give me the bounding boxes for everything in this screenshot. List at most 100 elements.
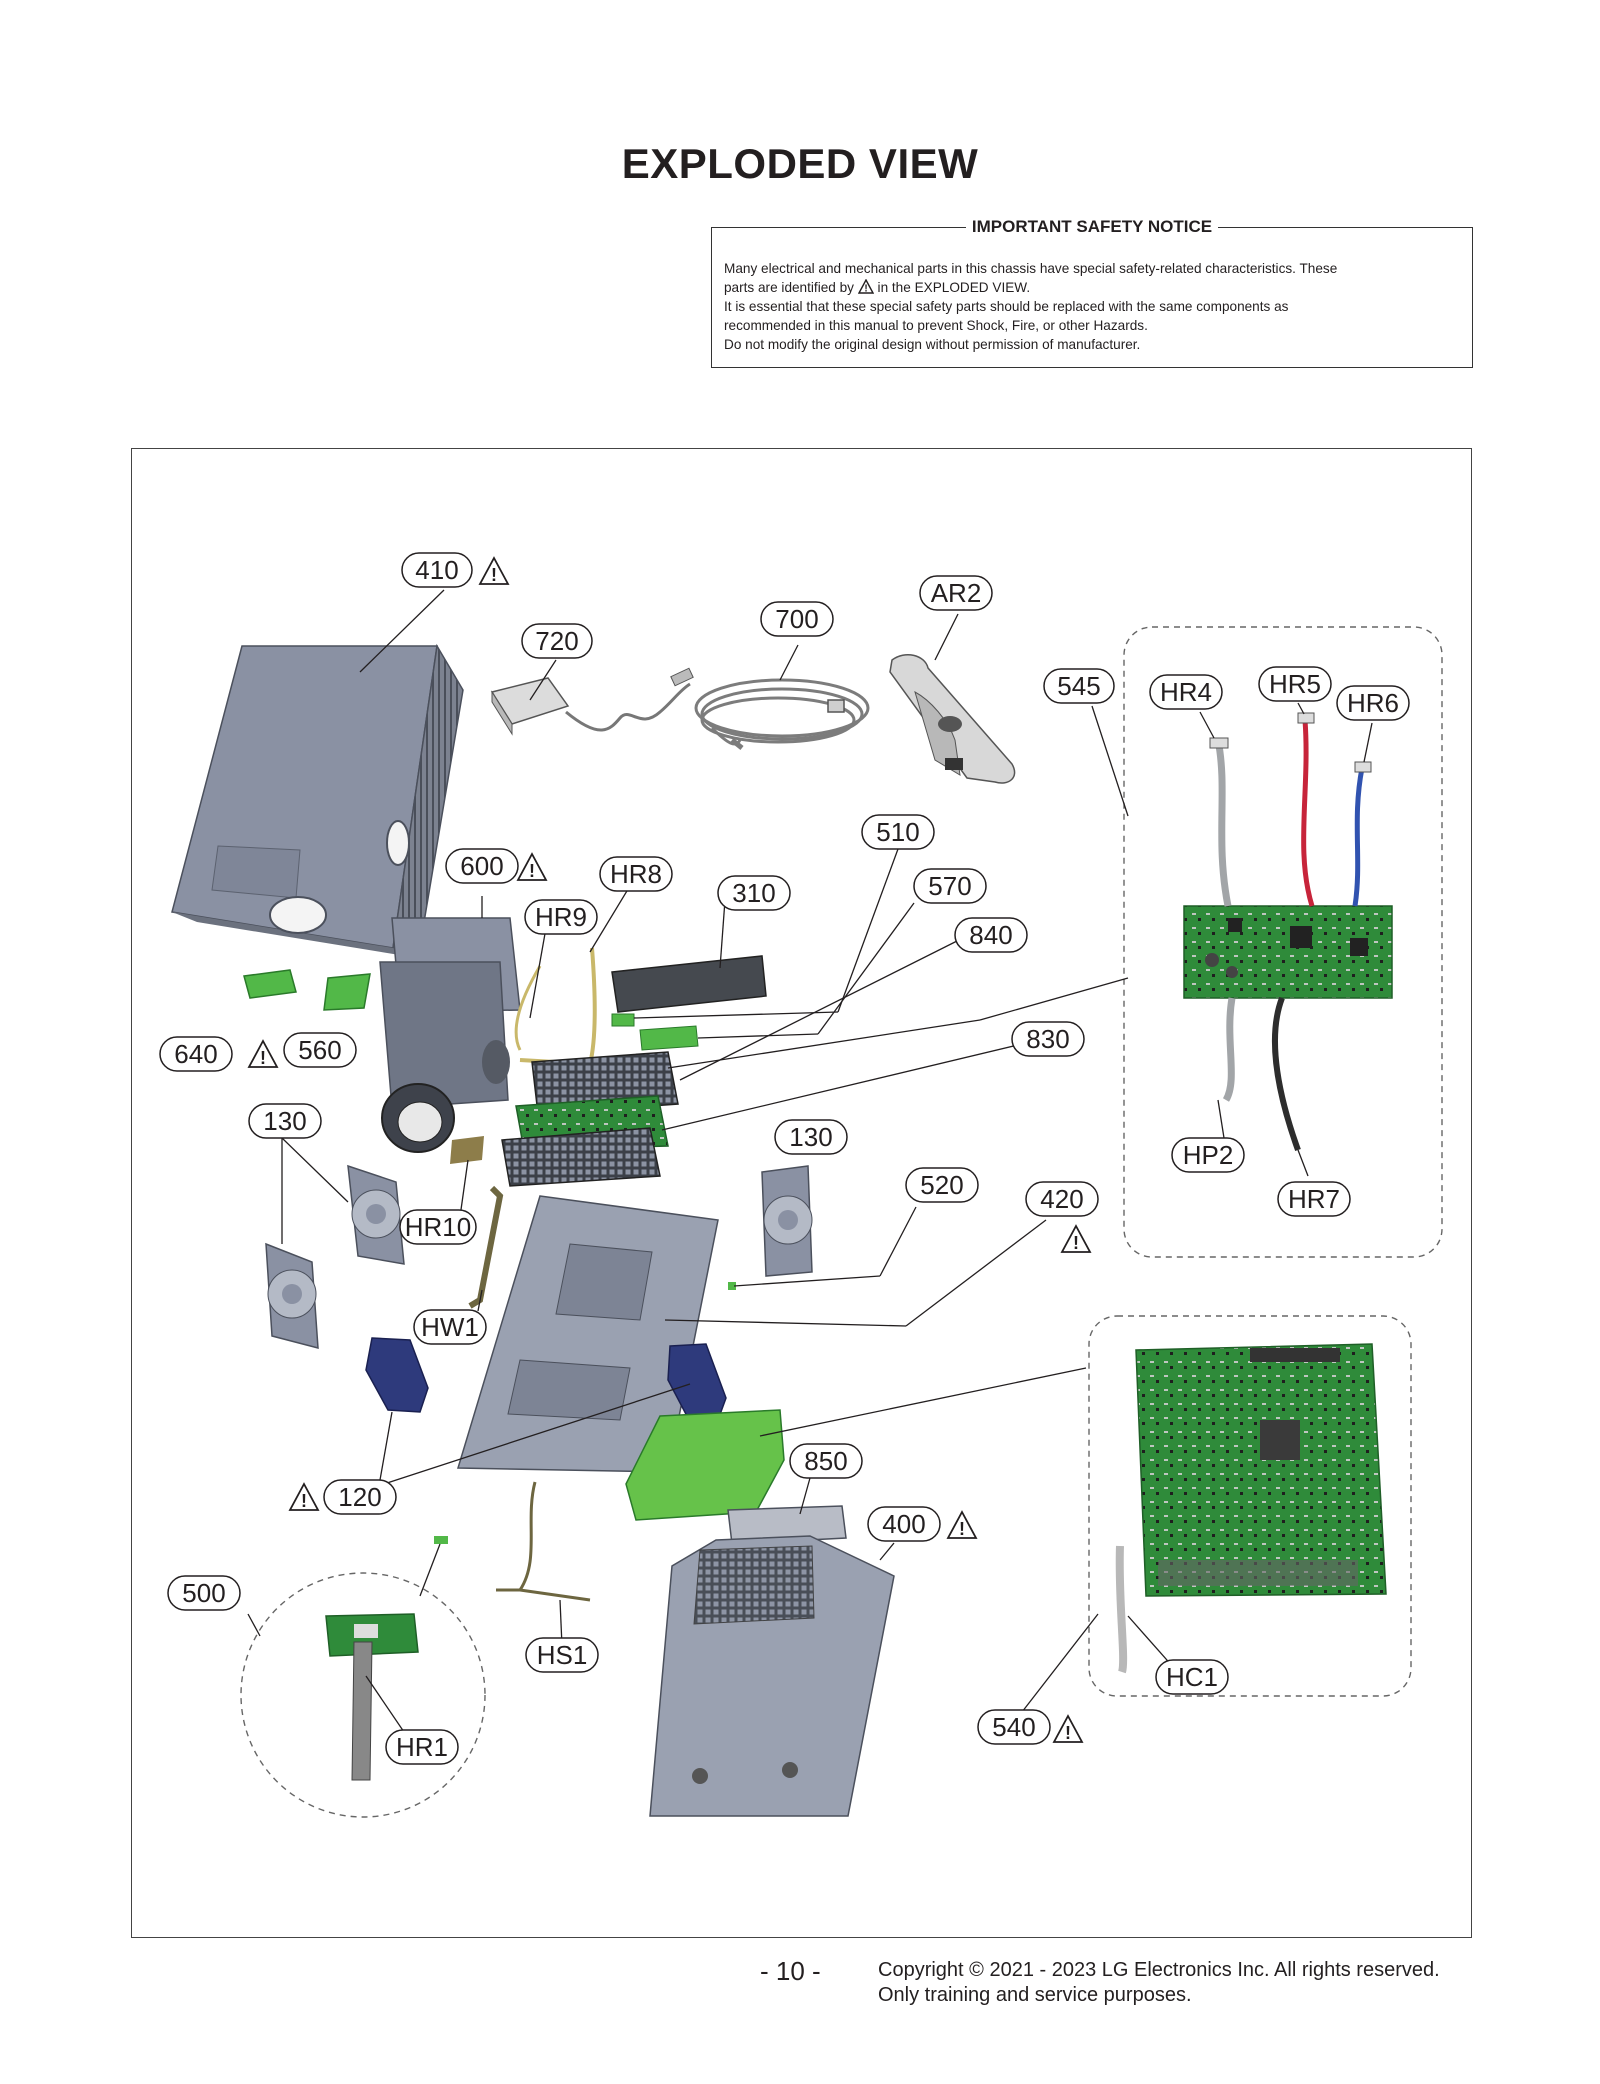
warning-triangle-icon [479, 557, 509, 586]
callout-hp2: HP2 [1171, 1137, 1245, 1173]
notice-line-5: Do not modify the original design withou… [724, 337, 1141, 352]
harness-hr9 [514, 965, 542, 1051]
callout-hw1: HW1 [413, 1309, 487, 1345]
fan-130-left-lower [265, 1242, 319, 1349]
callout-850: 850 [789, 1443, 863, 1479]
svg-text:HR6: HR6 [1347, 688, 1399, 718]
detail-outline-500 [240, 1572, 486, 1818]
safety-notice-heading: IMPORTANT SAFETY NOTICE [965, 217, 1219, 236]
page-title: EXPLODED VIEW [621, 140, 979, 187]
callout-520: 520 [905, 1167, 979, 1203]
svg-text:HR4: HR4 [1160, 677, 1212, 707]
svg-text:HW1: HW1 [421, 1312, 479, 1342]
svg-text:HR5: HR5 [1269, 669, 1321, 699]
svg-text:HS1: HS1 [537, 1640, 588, 1670]
svg-text:400: 400 [882, 1509, 925, 1539]
callout-410: 410 [401, 552, 473, 588]
harness-board-545 [1183, 712, 1393, 1152]
callout-130-right: 130 [774, 1119, 848, 1155]
notice-line-2: parts are identified by ! in the EXPLODE… [724, 278, 1460, 297]
callout-840: 840 [954, 917, 1028, 953]
callout-500: 500 [167, 1575, 241, 1611]
callout-540: 540 [977, 1709, 1051, 1745]
leader-lines [247, 589, 1373, 1733]
callouts: 410 720 700 AR2 545 HR4 HR5 HR6 510 600 … [159, 552, 1410, 1765]
callout-hr10: HR10 [399, 1209, 477, 1245]
svg-text:840: 840 [969, 920, 1012, 950]
board-570 [639, 1025, 699, 1051]
callout-310: 310 [717, 875, 791, 911]
notice-line-1: Many electrical and mechanical parts in … [724, 261, 1338, 276]
notice-line-2a: parts are identified by [724, 280, 854, 295]
shield-830-lower [501, 1127, 661, 1187]
callout-hs1: HS1 [525, 1637, 599, 1673]
io-bracket-310 [611, 955, 767, 1013]
callout-510: 510 [861, 814, 935, 850]
remote-control-part [889, 653, 1016, 784]
copyright-line: Copyright © 2021 - 2023 LG Electronics I… [878, 1959, 1440, 1981]
warning-triangle-icon [289, 1483, 319, 1512]
bottom-cover-400 [649, 1535, 895, 1817]
top-cover-part [171, 643, 464, 960]
notice-line-2b: in the EXPLODED VIEW. [877, 280, 1031, 295]
callout-830: 830 [1011, 1021, 1085, 1057]
svg-text:AR2: AR2 [931, 578, 982, 608]
svg-text:410: 410 [415, 555, 458, 585]
board-640 [243, 969, 297, 999]
ac-adapter-part [490, 667, 694, 736]
detail-outline-540 [1088, 1315, 1412, 1697]
svg-text:560: 560 [298, 1035, 341, 1065]
callout-ar2: AR2 [919, 575, 993, 611]
callout-420: 420 [1025, 1181, 1099, 1217]
safety-notice-text: Many electrical and mechanical parts in … [724, 259, 1460, 354]
svg-text:830: 830 [1026, 1024, 1069, 1054]
harness-hs1 [496, 1481, 591, 1602]
callout-130-left: 130 [248, 1103, 322, 1139]
shield-850 [727, 1505, 847, 1545]
small-board-500 [434, 1536, 448, 1544]
svg-text:HC1: HC1 [1166, 1662, 1218, 1692]
svg-text:HR8: HR8 [610, 859, 662, 889]
board-520 [728, 1282, 736, 1290]
callout-640: 640 [159, 1036, 233, 1072]
svg-text:600: 600 [460, 851, 503, 881]
warning-triangle-icon [517, 853, 547, 882]
svg-text:HR9: HR9 [535, 902, 587, 932]
svg-text:HP2: HP2 [1183, 1140, 1234, 1170]
svg-text:HR7: HR7 [1288, 1184, 1340, 1214]
svg-text:130: 130 [263, 1106, 306, 1136]
footer-copyright: Copyright © 2021 - 2023 LG Electronics I… [878, 1958, 1440, 2008]
callout-700: 700 [760, 601, 834, 637]
warning-triangle-icon [248, 1040, 278, 1069]
svg-text:540: 540 [992, 1712, 1035, 1742]
board-560 [323, 973, 371, 1011]
callout-120: 120 [323, 1479, 397, 1515]
board-510 [611, 1013, 635, 1027]
callout-hr5: HR5 [1258, 666, 1332, 702]
svg-text:510: 510 [876, 817, 919, 847]
svg-text:640: 640 [174, 1039, 217, 1069]
purpose-line: Only training and service purposes. [878, 1984, 1192, 2006]
fan-130-right [761, 1165, 813, 1277]
harness-hr10 [450, 1136, 484, 1164]
warning-triangle-icon: ! [857, 279, 874, 294]
svg-text:570: 570 [928, 871, 971, 901]
callout-hr6: HR6 [1336, 685, 1410, 721]
optical-engine-part [379, 917, 521, 1153]
callout-545: 545 [1043, 668, 1115, 704]
callout-hr8: HR8 [599, 856, 673, 892]
svg-text:HR10: HR10 [405, 1212, 471, 1242]
callout-560: 560 [283, 1032, 357, 1068]
chassis-frame-420 [456, 1195, 719, 1473]
main-board-540 [1115, 1343, 1387, 1674]
callout-hr4: HR4 [1149, 674, 1223, 710]
callout-400: 400 [867, 1506, 941, 1542]
svg-text:130: 130 [789, 1122, 832, 1152]
svg-text:700: 700 [775, 604, 818, 634]
harness-hr8 [519, 947, 597, 1067]
callout-hr9: HR9 [524, 899, 598, 935]
callout-600: 600 [445, 848, 519, 884]
svg-text:545: 545 [1057, 671, 1100, 701]
svg-text:120: 120 [338, 1482, 381, 1512]
